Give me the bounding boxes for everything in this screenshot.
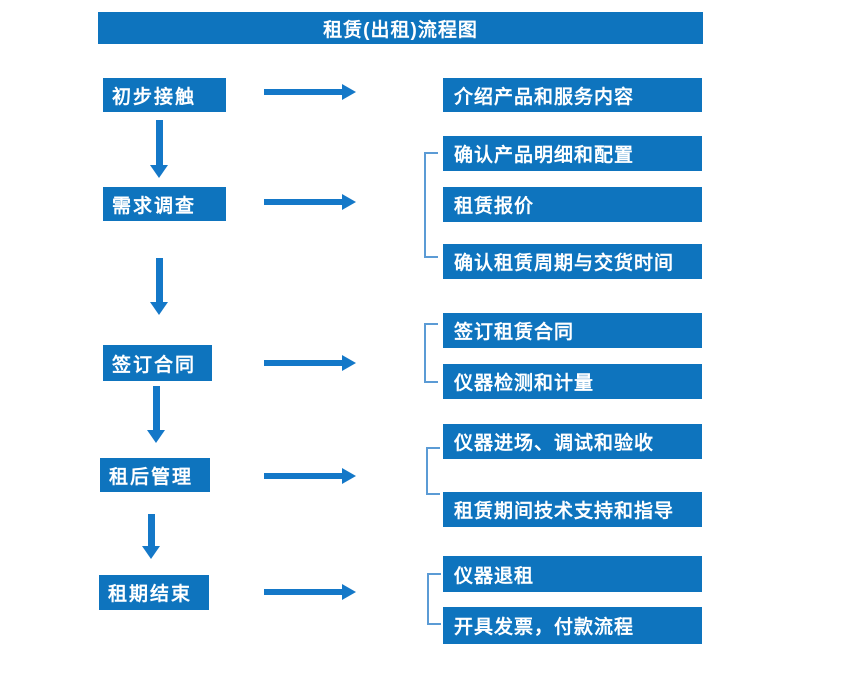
step-demand-survey: 需求调查: [103, 187, 226, 221]
output-introduce-products-services: 介绍产品和服务内容: [443, 78, 702, 112]
down-arrow-2: [149, 258, 168, 315]
step-rental-end: 租期结束: [99, 575, 209, 610]
page-title: 租赁(出租)流程图: [98, 12, 703, 44]
right-arrow-3: [264, 355, 356, 371]
right-arrow-4: [264, 468, 356, 484]
right-arrow-2: [264, 194, 356, 210]
right-arrow-1: [264, 84, 356, 100]
output-instrument-entry-commissioning: 仪器进场、调试和验收: [443, 424, 702, 459]
output-instrument-testing-measurement: 仪器检测和计量: [443, 364, 702, 399]
down-arrow-3: [146, 386, 165, 443]
output-instrument-return: 仪器退租: [443, 556, 702, 592]
down-arrow-4: [141, 514, 160, 559]
step-initial-contact: 初步接触: [103, 78, 226, 112]
group-bracket-demand-survey: [424, 152, 438, 258]
output-confirm-rental-period-delivery: 确认租赁周期与交货时间: [443, 244, 702, 279]
group-bracket-rental-end: [427, 573, 441, 625]
step-post-rental-management: 租后管理: [100, 458, 210, 492]
output-rental-technical-support: 租赁期间技术支持和指导: [443, 492, 702, 527]
output-rental-quotation: 租赁报价: [443, 187, 702, 222]
step-sign-contract: 签订合同: [103, 345, 212, 381]
right-arrow-5: [264, 584, 356, 600]
group-bracket-sign-contract: [424, 323, 438, 383]
output-confirm-product-details: 确认产品明细和配置: [443, 136, 702, 171]
output-invoice-payment-process: 开具发票，付款流程: [443, 607, 702, 644]
down-arrow-1: [149, 120, 168, 178]
output-sign-rental-contract: 签订租赁合同: [443, 313, 702, 348]
group-bracket-post-rental: [426, 447, 440, 495]
